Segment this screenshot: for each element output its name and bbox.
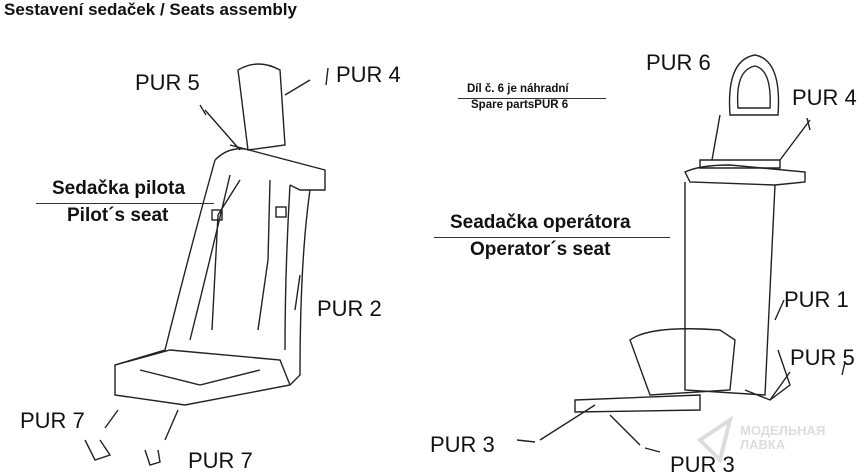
label-pur1: PUR 1	[784, 287, 849, 312]
label-pur5-left: PUR 5	[135, 70, 200, 95]
label-pur5-right: PUR 5	[790, 345, 855, 370]
operator-seat-label-en: Operator´s seat	[470, 239, 611, 260]
pilot-seat-label-en: Pilot´s seat	[67, 205, 169, 226]
label-pur3-b: PUR 3	[670, 452, 735, 474]
label-pur6: PUR 6	[646, 50, 711, 75]
label-pur2: PUR 2	[317, 296, 382, 321]
watermark-line2: ЛАВКА	[740, 437, 786, 452]
divider	[458, 98, 606, 99]
watermark: МОДЕЛЬНАЯ ЛАВКА	[740, 424, 825, 452]
operator-seat-drawing	[516, 54, 846, 453]
page-title: Sestavení sedaček / Seats assembly	[4, 0, 297, 19]
operator-seat-label-cz: Seadačka operátora	[450, 212, 631, 233]
spare-note-cz: Díl č. 6 je náhradní	[467, 83, 569, 95]
divider	[36, 203, 214, 204]
label-pur4-right: PUR 4	[792, 85, 857, 110]
label-pur3-a: PUR 3	[430, 432, 495, 457]
spare-note-en: Spare partsPUR 6	[471, 99, 569, 111]
watermark-line1: МОДЕЛЬНАЯ	[740, 423, 826, 438]
pilot-seat-drawing	[84, 63, 329, 466]
label-pur7-a: PUR 7	[20, 408, 85, 433]
label-pur4-left: PUR 4	[336, 62, 401, 87]
pilot-seat-label-cz: Sedačka pilota	[52, 178, 186, 199]
label-pur7-b: PUR 7	[188, 448, 253, 473]
watermark-logo	[696, 415, 734, 464]
divider	[434, 237, 670, 238]
